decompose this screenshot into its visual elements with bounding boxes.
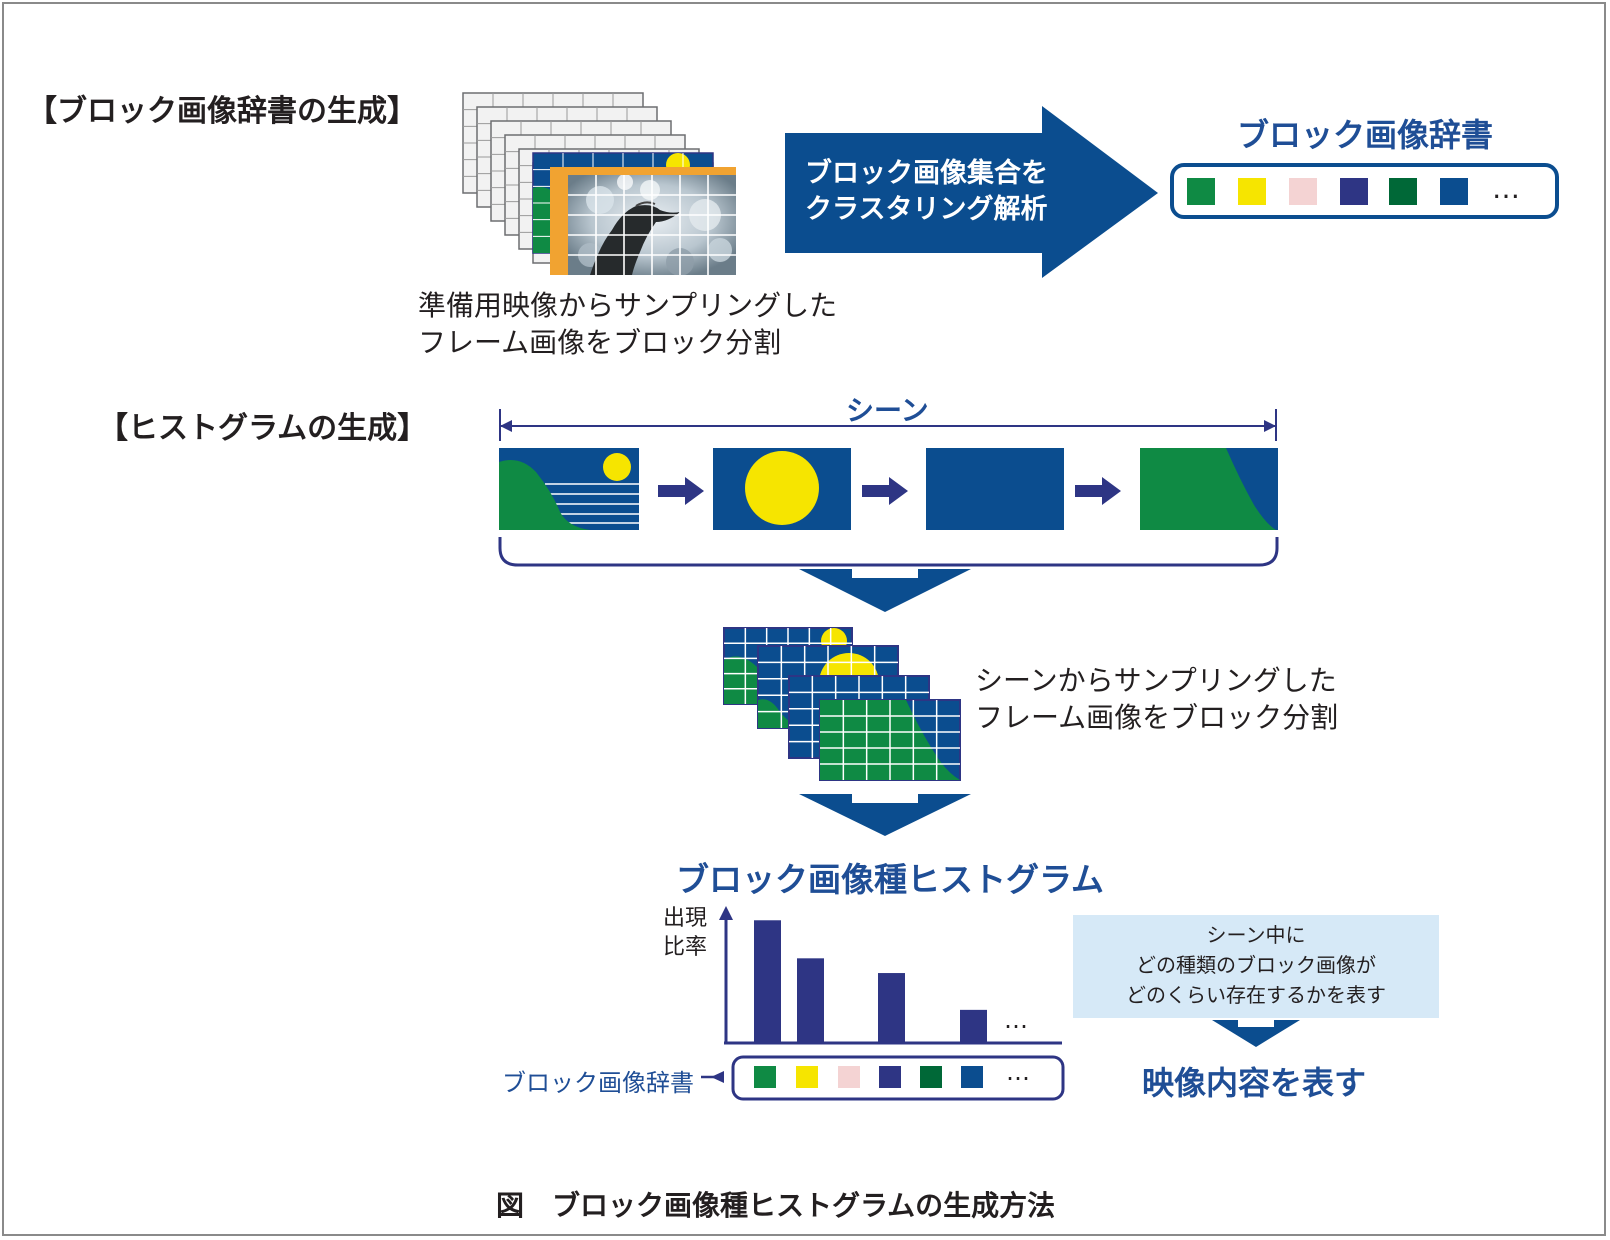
clustering-arrow-text: ブロック画像集合を クラスタリング解析 [805, 158, 1048, 225]
note-down-arrow [1212, 1020, 1300, 1047]
scene-frame-stack [723, 627, 961, 781]
histogram-title: ブロック画像種ヒストグラム [676, 860, 1105, 899]
dictionary-swatch-5 [1389, 178, 1417, 205]
dictionary-pointer-arrow [711, 1071, 724, 1083]
histogram-bars [754, 920, 987, 1043]
histogram-ellipsis: … [1004, 1006, 1030, 1034]
clustering-arrow [785, 106, 1158, 278]
dictionary-swatch-2 [1238, 178, 1266, 205]
histogram-dictionary-swatch-2 [796, 1066, 818, 1088]
histogram-bar-3 [878, 973, 905, 1043]
scene-arrow-2 [862, 477, 908, 505]
dictionary-ellipsis: … [1492, 172, 1522, 205]
prep-frame-stack [462, 92, 736, 275]
note-box [1073, 915, 1439, 1018]
dictionary-swatch-4 [1340, 178, 1368, 205]
scene-frame-4 [1140, 448, 1278, 530]
histogram-bar-2 [797, 958, 824, 1043]
scene-frame-3 [926, 448, 1064, 530]
conclusion-text: 映像内容を表す [1142, 1064, 1367, 1102]
dictionary-swatch-3 [1289, 178, 1317, 205]
y-axis-label: 出現 比率 [663, 906, 708, 960]
histogram-dictionary-label: ブロック画像辞書 [502, 1069, 694, 1097]
histogram-dictionary-swatch-6 [961, 1066, 983, 1088]
histogram-bar-1 [754, 920, 781, 1043]
dictionary-swatches [1187, 178, 1468, 205]
histogram-dictionary-swatch-3 [838, 1066, 860, 1088]
histogram-dictionary-swatch-1 [754, 1066, 776, 1088]
section-title-dictionary: 【ブロック画像辞書の生成】 [27, 94, 417, 129]
note-box-text: シーン中に どの種類のブロック画像が どのくらい存在するかを表す [1126, 923, 1386, 1007]
histogram-dictionary-ellipsis: … [1006, 1058, 1032, 1086]
figure-caption: 図 ブロック画像種ヒストグラムの生成方法 [496, 1189, 1056, 1222]
prep-frame-photo [550, 167, 736, 275]
scene-arrow-3 [1075, 477, 1121, 505]
dictionary-title: ブロック画像辞書 [1237, 116, 1494, 154]
scene-frame-1 [499, 448, 639, 530]
section-title-histogram: 【ヒストグラムの生成】 [98, 411, 428, 446]
dictionary-swatch-6 [1440, 178, 1468, 205]
scene-frames-caption: シーンからサンプリングした フレーム画像をブロック分割 [975, 664, 1339, 734]
histogram-bar-4 [960, 1009, 987, 1043]
scene-bracket [498, 537, 1279, 567]
scene-arrow-1 [658, 477, 704, 505]
histogram-dictionary-swatches [754, 1066, 983, 1088]
dictionary-swatch-1 [1187, 178, 1215, 205]
scene-label: シーン [846, 394, 929, 427]
down-arrow-1 [799, 569, 971, 612]
scene-frame-2 [713, 448, 851, 530]
down-arrow-2 [799, 794, 971, 836]
histogram-dictionary-swatch-4 [879, 1066, 901, 1088]
scene-range-arrow [499, 409, 1277, 441]
prep-frames-caption: 準備用映像からサンプリングした フレーム画像をブロック分割 [418, 289, 838, 359]
histogram-dictionary-swatch-5 [920, 1066, 942, 1088]
